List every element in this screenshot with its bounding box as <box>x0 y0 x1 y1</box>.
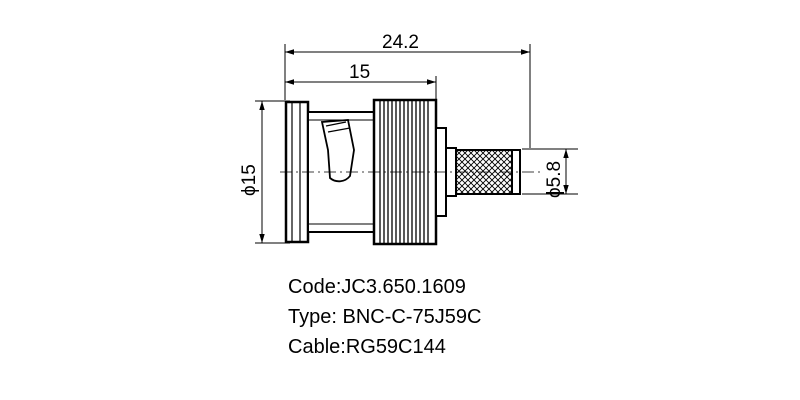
dimension-crimp-diameter: ϕ5.8 <box>522 148 578 198</box>
dimension-body-diameter: ϕ15 <box>239 100 290 244</box>
dimension-overall-length: 24.2 <box>284 32 531 148</box>
spec-type: Type: BNC-C-75J59C <box>288 306 482 328</box>
bnc-connector <box>280 98 540 246</box>
overall-length-label: 24.2 <box>382 32 419 53</box>
dimension-body-length: 15 <box>285 62 437 100</box>
body-diameter-label: ϕ15 <box>239 164 260 196</box>
spec-block: Code:JC3.650.1609 Type: BNC-C-75J59C Cab… <box>288 272 481 362</box>
bayonet-slot <box>320 119 355 183</box>
spec-cable: Cable:RG59C144 <box>288 336 446 358</box>
spec-code: Code:JC3.650.1609 <box>288 276 466 298</box>
crimp-diameter-label: ϕ5.8 <box>544 161 565 198</box>
body-length-label: 15 <box>349 62 370 83</box>
knurled-nut <box>372 98 438 246</box>
